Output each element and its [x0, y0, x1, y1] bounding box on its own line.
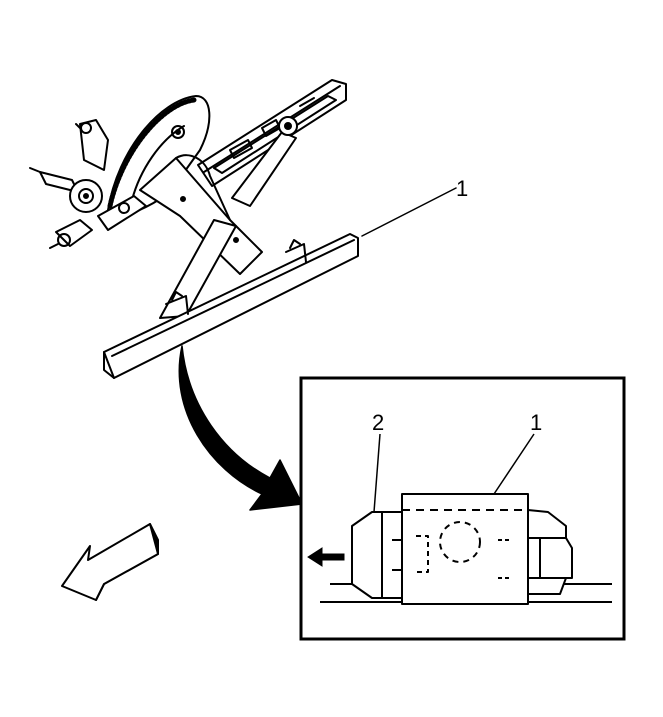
small-left-arrow-icon — [307, 547, 345, 567]
hollow-3d-arrow-icon — [61, 523, 159, 601]
detail-callout-1-leader — [493, 433, 535, 495]
window-regulator-assembly — [29, 79, 457, 379]
main-callout-1: 1 — [456, 176, 468, 201]
glass-retainer-clip — [351, 511, 403, 599]
sash-bracket — [401, 493, 529, 605]
regulator-arm — [139, 154, 263, 275]
detail-inset: 1 2 — [299, 376, 626, 641]
regulator-motor-mount — [29, 119, 147, 249]
sector-gear — [107, 95, 211, 215]
sash-end-tabs — [527, 509, 573, 595]
detail-callout-1: 1 — [530, 410, 542, 435]
curved-arrow-icon — [178, 345, 303, 511]
window-sash-channel — [103, 233, 359, 379]
detail-callout-2: 2 — [372, 410, 384, 435]
detail-callout-2-leader — [373, 433, 381, 513]
main-callout-leader — [361, 187, 457, 237]
